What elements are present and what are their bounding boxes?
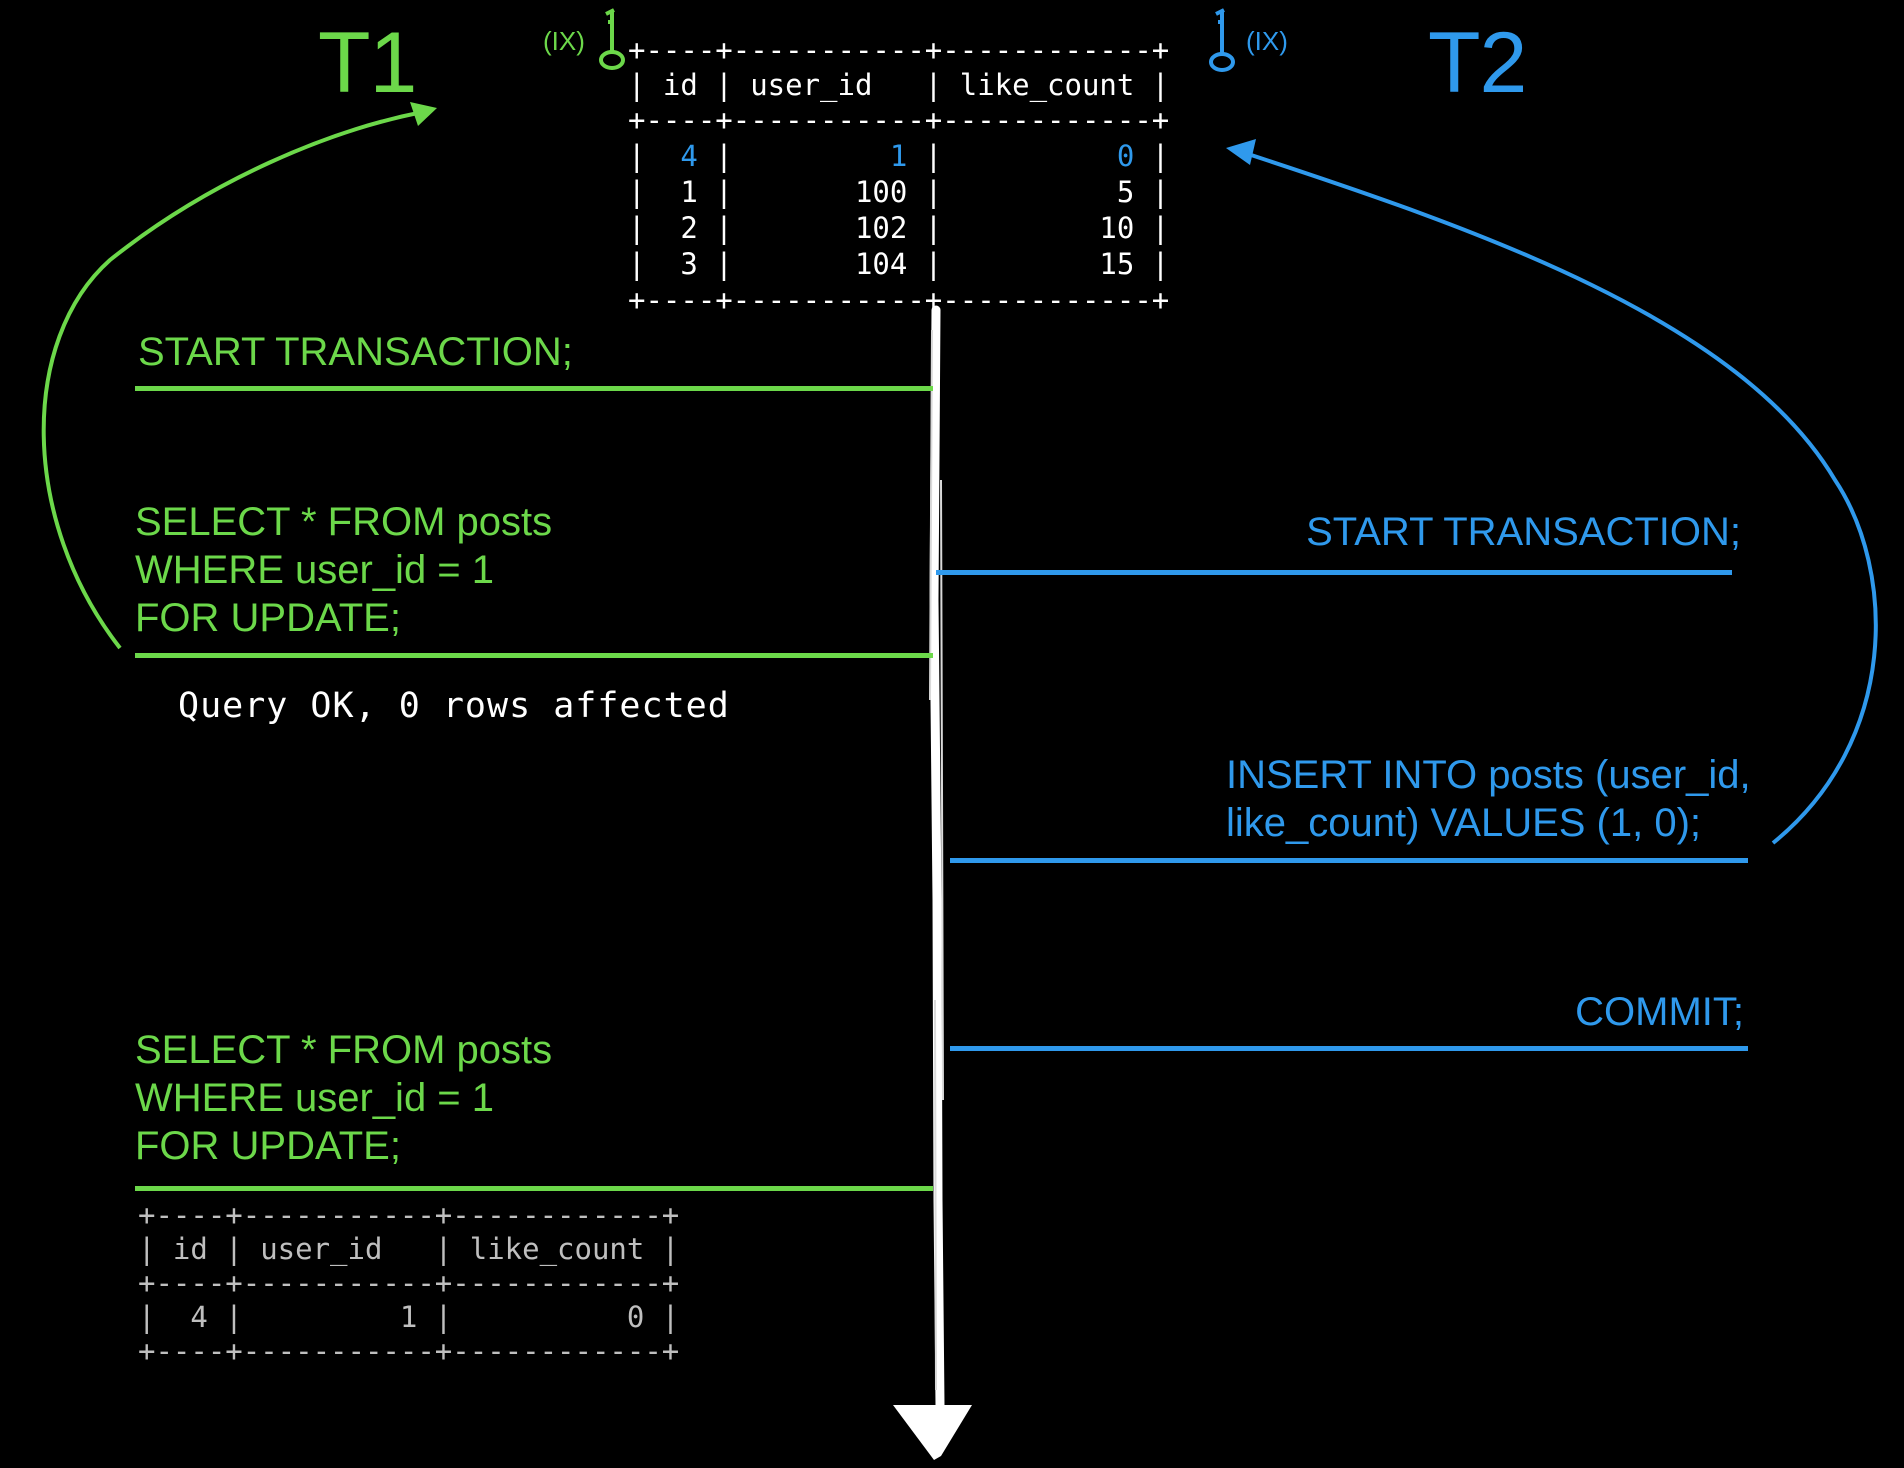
row-id: 1 [680, 175, 698, 209]
query-result-text: Query OK, 0 rows affected [178, 686, 730, 726]
row-like-count: 5 [1116, 175, 1135, 209]
table-row: | 2 | 102 | 10 | [628, 211, 1170, 245]
row-user-id: 100 [854, 175, 908, 209]
t2-step-commit: COMMIT; [1575, 990, 1744, 1034]
row-id: 2 [680, 211, 698, 245]
table-row: | 4 | 1 | 0 | [138, 1300, 680, 1334]
t1-step-start-transaction: START TRANSACTION; [138, 330, 573, 374]
row-like-count: 10 [1099, 211, 1135, 245]
t1-curve-arrow [41, 110, 424, 650]
t2-key-icon [1209, 8, 1235, 72]
t2-step-3-line [950, 1046, 1748, 1051]
t1-step-3-line [135, 1186, 933, 1191]
result-table-border-bottom: +----+-----------+------------+ [138, 1334, 680, 1368]
t2-label: T2 [1428, 15, 1527, 111]
t1-label: T1 [318, 15, 417, 111]
row-user-id: 1 [889, 139, 908, 173]
t2-arrowhead [1226, 139, 1256, 165]
t2-curve-arrow [1244, 151, 1878, 845]
t1-arrowhead [410, 102, 437, 126]
main-table-border-top: +----+-----------+------------+ [628, 33, 1170, 67]
row-user-id: 104 [854, 247, 908, 281]
t2-lock-label: (IX) [1246, 26, 1288, 56]
main-table-border-bottom: +----+-----------+------------+ [628, 283, 1170, 317]
table-row: | 1 | 100 | 5 | [628, 175, 1170, 209]
t1-lock-label: (IX) [543, 26, 585, 56]
row-user-id: 102 [854, 211, 908, 245]
t1-step-select-for-update-again: SELECT * FROM posts WHERE user_id = 1 FO… [135, 1028, 553, 1168]
t1-key-icon [599, 8, 625, 70]
t2-step-insert: INSERT INTO posts (user_id, like_count) … [1226, 753, 1751, 845]
t2-step-1-line [936, 570, 1732, 575]
t1-step-1-line [135, 386, 933, 391]
row-like-count: 15 [1099, 247, 1135, 281]
main-table-header: | id | user_id | like_count | [628, 68, 1170, 102]
row-id: 3 [680, 247, 698, 281]
t1-step-select-for-update: SELECT * FROM posts WHERE user_id = 1 FO… [135, 500, 553, 640]
table-row: | 4 | 1 | 0 | [628, 139, 1170, 173]
result-table-header: | id | user_id | like_count | [138, 1232, 680, 1266]
arrow-down-icon [893, 1405, 972, 1460]
table-row: | 3 | 104 | 15 | [628, 247, 1170, 281]
timeline-line [929, 305, 945, 1410]
result-table-border-top: +----+-----------+------------+ [138, 1198, 680, 1232]
result-table-border-mid: +----+-----------+------------+ [138, 1266, 680, 1300]
row-id: 4 [680, 139, 698, 173]
row-like-count: 0 [1116, 139, 1135, 173]
t2-step-2-line [950, 858, 1748, 863]
t2-step-start-transaction: START TRANSACTION; [1306, 510, 1741, 554]
t1-step-2-line [135, 653, 933, 658]
timeline-line-texture [929, 329, 944, 1391]
main-table-border-mid: +----+-----------+------------+ [628, 103, 1170, 137]
